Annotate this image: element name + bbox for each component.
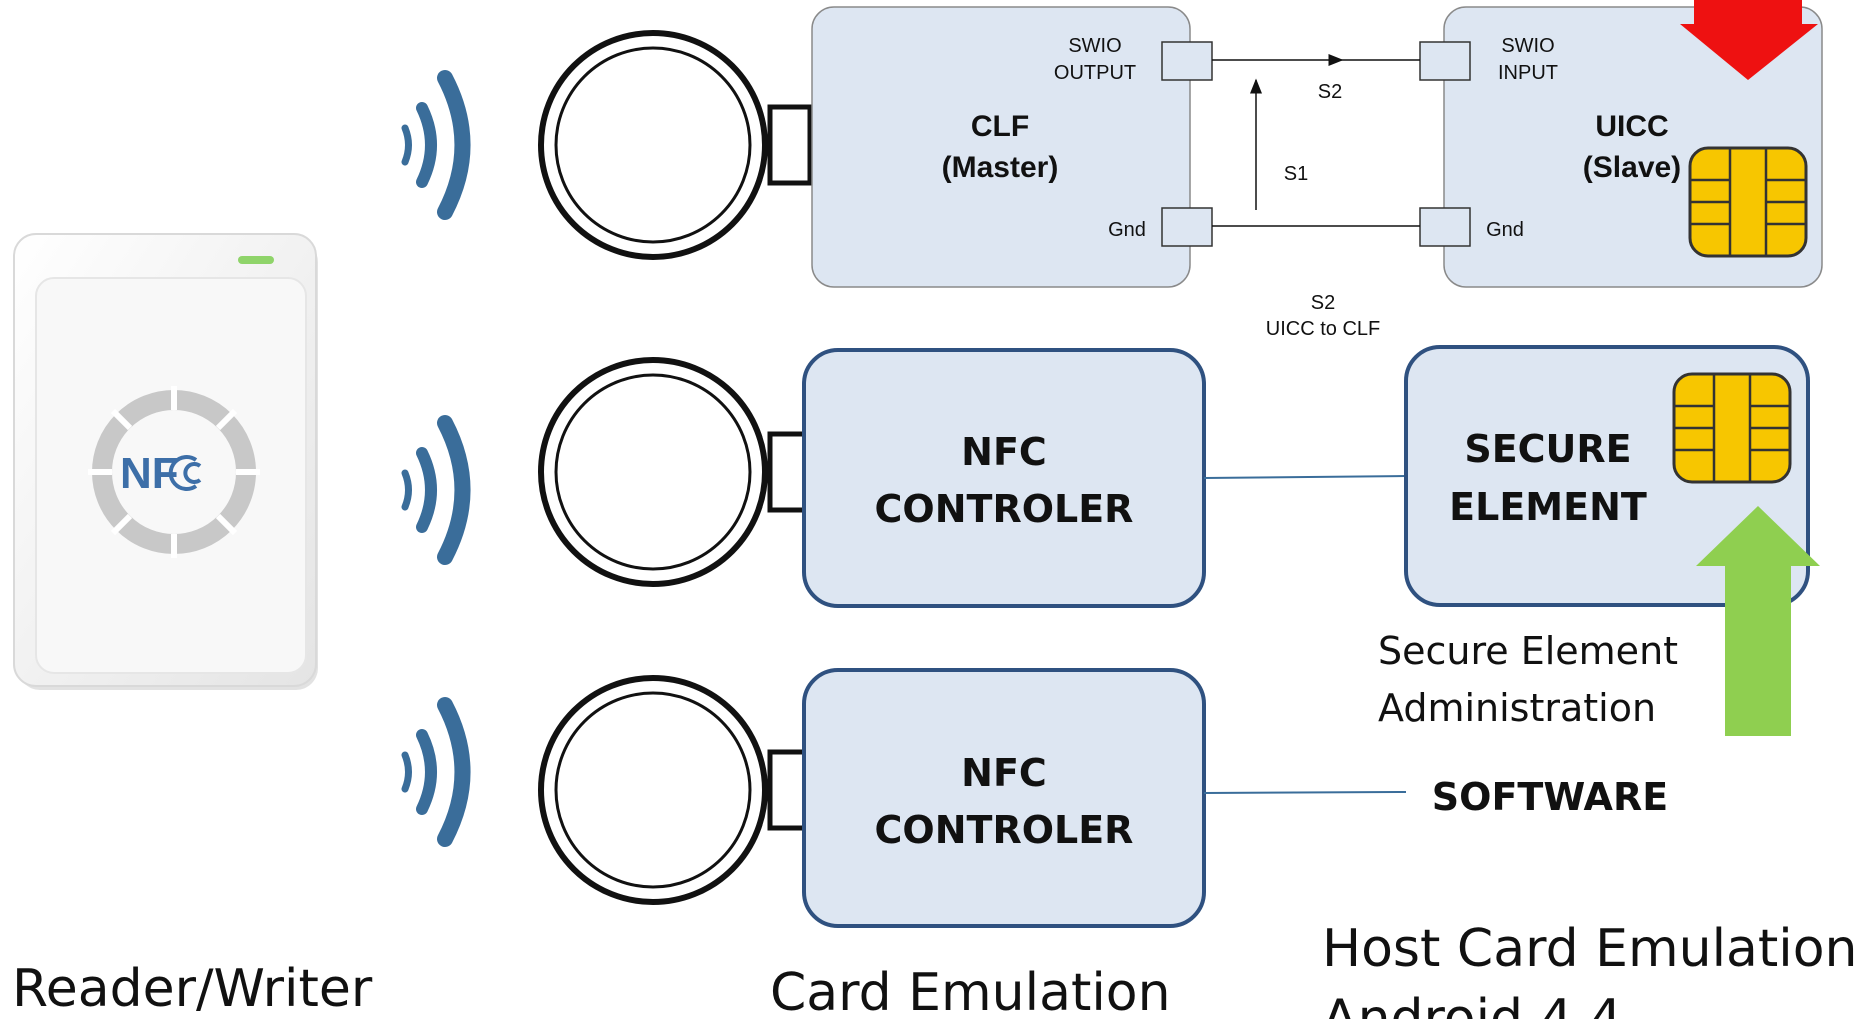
clf-role: (Master) — [942, 151, 1059, 184]
nfc-controller-box-bottom — [802, 668, 1206, 928]
nfc-controller-subtitle-bottom: CONTROLER — [875, 808, 1134, 852]
uicc-role: (Slave) — [1583, 151, 1681, 184]
red-down-arrow-icon — [1680, 0, 1818, 80]
caption-hce-line1: Host Card Emulation — [1322, 919, 1856, 979]
uicc-swio-pin — [1419, 41, 1471, 81]
s2-top-label: S2 — [1318, 81, 1342, 103]
se-admin-line1: Secure Element — [1378, 629, 1678, 673]
se-admin-line2: Administration — [1378, 686, 1656, 730]
secure-element-subtitle: ELEMENT — [1449, 485, 1647, 529]
s2-bottom-label: S2 — [1311, 292, 1335, 314]
sim-chip-icon — [1672, 372, 1792, 484]
nfc-controller-box-middle — [802, 348, 1206, 608]
radio-waves-icon — [401, 415, 471, 565]
clf-box — [811, 6, 1191, 288]
uicc-swio-label: SWIO — [1501, 35, 1554, 57]
reader-status-led-icon — [238, 256, 274, 264]
antenna-icon — [538, 357, 813, 587]
clf-gnd-pin — [1161, 207, 1213, 247]
clf-output-label: OUTPUT — [1054, 62, 1136, 84]
s1-label: S1 — [1284, 163, 1308, 185]
nfc-logo-waves-icon — [168, 455, 202, 491]
caption-card-emulation: Card Emulation — [770, 963, 1171, 1019]
antenna-icon — [538, 675, 813, 905]
clf-gnd-label: Gnd — [1108, 219, 1146, 241]
secure-element-title: SECURE — [1464, 427, 1631, 471]
clf-title: CLF — [971, 110, 1029, 143]
nfc-controller-title-middle: NFC — [961, 430, 1047, 474]
s2-direction-label: UICC to CLF — [1266, 318, 1380, 340]
software-label: SOFTWARE — [1432, 775, 1668, 819]
controller-to-software-link — [1203, 791, 1407, 794]
green-up-arrow-icon — [1696, 506, 1820, 736]
radio-waves-icon — [401, 70, 471, 220]
nfc-controller-subtitle-middle: CONTROLER — [875, 487, 1134, 531]
radio-waves-icon — [401, 697, 471, 847]
clf-swio-label: SWIO — [1068, 35, 1121, 57]
caption-hce-line2: Android 4.4 — [1322, 989, 1622, 1019]
nfc-controller-title-bottom: NFC — [961, 751, 1047, 795]
uicc-gnd-label: Gnd — [1486, 219, 1524, 241]
uicc-title: UICC — [1595, 110, 1668, 143]
clf-swio-pin — [1161, 41, 1213, 81]
caption-reader-writer: Reader/Writer — [12, 959, 373, 1019]
uicc-gnd-pin — [1419, 207, 1471, 247]
antenna-icon — [538, 30, 813, 260]
uicc-input-label: INPUT — [1498, 62, 1558, 84]
sim-chip-icon — [1688, 146, 1808, 258]
controller-to-se-link — [1203, 475, 1407, 479]
nfc-reader-device: NF — [13, 233, 318, 690]
